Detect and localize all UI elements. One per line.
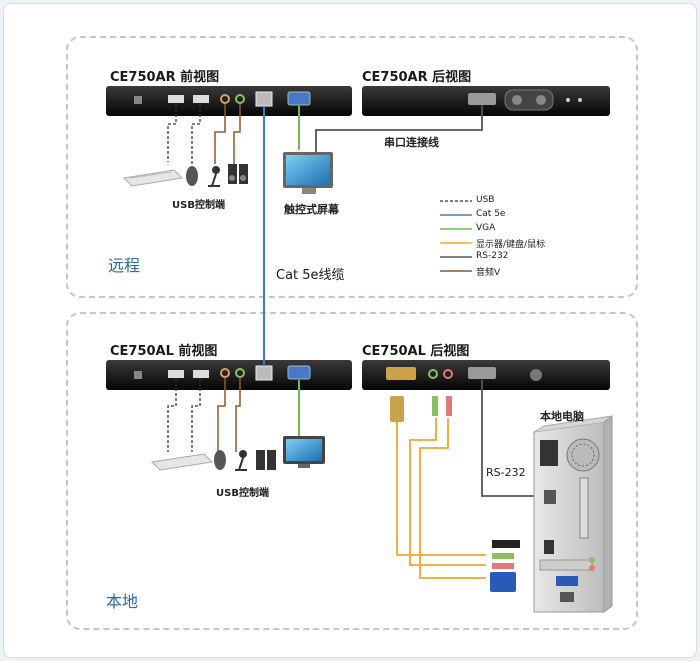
ce750al-rear-title: CE750AL 后视图 bbox=[362, 344, 470, 359]
local-zone-label: 本地 bbox=[106, 592, 139, 611]
ce750al-front-device bbox=[106, 360, 352, 390]
microphone-icon bbox=[208, 166, 220, 187]
legend: USB Cat 5e VGA 显示器/键盘/鼠标 RS-232 音频V bbox=[476, 195, 596, 285]
ce750ar-front-title: CE750AR 前视图 bbox=[110, 70, 220, 85]
legend-audio: 音频V bbox=[476, 268, 501, 278]
speaker-icon bbox=[228, 164, 248, 184]
mouse-icon bbox=[186, 166, 198, 186]
ce750ar-front-device bbox=[106, 86, 352, 116]
serial-cable-label: 串口连接线 bbox=[384, 136, 439, 149]
legend-rs232: RS-232 bbox=[476, 251, 509, 261]
touch-screen-icon bbox=[283, 152, 333, 194]
legend-lines bbox=[440, 200, 472, 272]
ce750ar-rear-title: CE750AR 后视图 bbox=[362, 70, 472, 85]
remote-zone-label: 远程 bbox=[108, 256, 141, 275]
legend-cat5e: Cat 5e bbox=[476, 209, 506, 219]
touch-screen-label: 触控式屏幕 bbox=[284, 203, 339, 216]
remote-zone bbox=[66, 36, 638, 298]
legend-vga: VGA bbox=[476, 223, 496, 233]
ce750al-front-title: CE750AL 前视图 bbox=[110, 344, 218, 359]
ce750ar-rear-device bbox=[362, 86, 610, 116]
local-computer-icon bbox=[533, 415, 613, 613]
local-zone bbox=[66, 312, 638, 630]
local-computer-label: 本地电脑 bbox=[540, 410, 584, 423]
remote-usb-console-label: USB控制端 bbox=[172, 200, 225, 211]
legend-usb: USB bbox=[476, 195, 495, 205]
cat5e-cable-label: Cat 5e线缆 bbox=[276, 268, 345, 283]
ce750al-rear-device bbox=[362, 360, 610, 390]
keyboard-icon bbox=[122, 169, 184, 187]
rs232-label: RS-232 bbox=[486, 466, 526, 479]
local-usb-console-label: USB控制端 bbox=[216, 488, 269, 499]
legend-kvm: 显示器/键盘/鼠标 bbox=[476, 240, 546, 250]
